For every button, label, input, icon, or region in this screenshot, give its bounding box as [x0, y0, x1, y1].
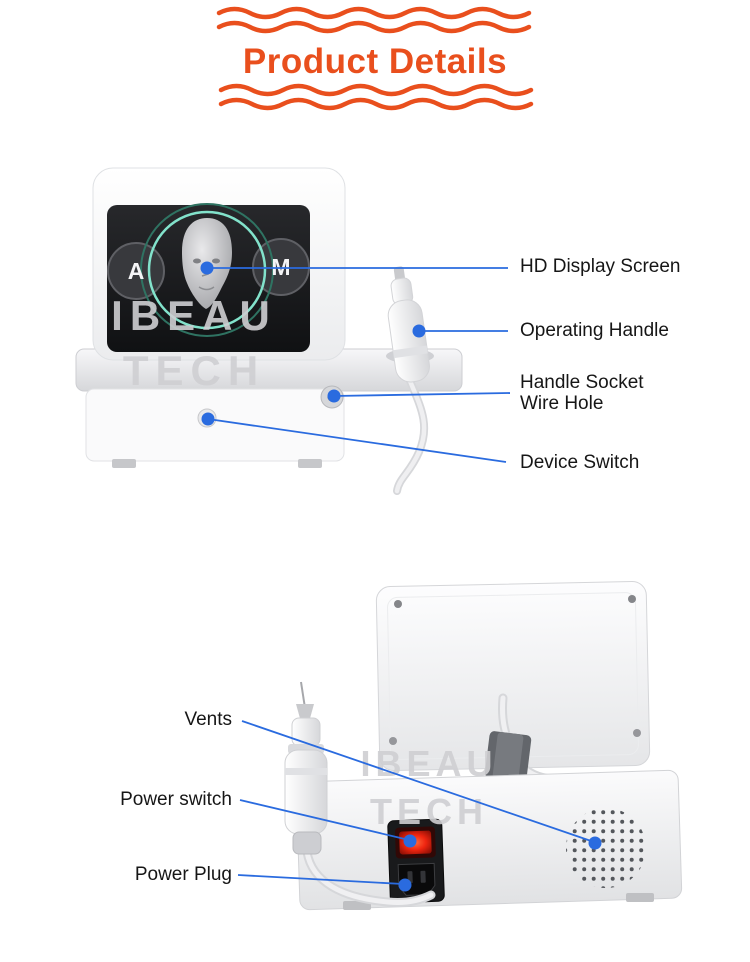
- label-operating-handle: Operating Handle: [520, 320, 669, 341]
- screw-icon: [394, 600, 402, 608]
- label-handle-socket-line1: Handle Socket: [520, 372, 644, 393]
- watermark-front: IBEAU TECH: [98, 288, 290, 398]
- callout-dot: [200, 261, 214, 275]
- front-lower-box: [85, 388, 345, 462]
- operating-handle: [387, 266, 430, 383]
- screw-icon: [633, 729, 641, 737]
- callout-line-switch: [207, 418, 507, 463]
- callout-dot: [588, 836, 602, 850]
- callout-lines: [207, 267, 595, 885]
- label-power-switch: Power switch: [120, 789, 232, 810]
- label-vents: Vents: [184, 709, 232, 730]
- callout-dot: [327, 389, 341, 403]
- label-handle-socket-wire-hole: Handle Socket Wire Hole: [520, 372, 644, 414]
- watermark-line: TECH: [122, 347, 266, 394]
- label-hd-display-screen: HD Display Screen: [520, 256, 681, 277]
- callout-dots: [200, 261, 602, 892]
- title-squiggle-bottom: [218, 83, 534, 111]
- callout-line-power-switch: [239, 799, 410, 841]
- screen-mode-a-label: A: [127, 258, 145, 284]
- screw-icon: [389, 737, 397, 745]
- callout-dot: [398, 878, 412, 892]
- front-device: [75, 167, 463, 495]
- label-handle-socket-line2: Wire Hole: [520, 393, 604, 414]
- watermark-line: IBEAU: [111, 292, 277, 339]
- back-device: [284, 580, 683, 911]
- callout-dot: [412, 324, 426, 338]
- screw-icon: [628, 595, 636, 603]
- callout-dot: [201, 412, 215, 426]
- screen-mode-m-label: M: [271, 254, 291, 280]
- label-power-plug: Power Plug: [134, 864, 232, 885]
- vent-grid: [566, 808, 646, 888]
- callout-dot: [403, 834, 417, 848]
- back-handle: [284, 681, 436, 907]
- watermark-line: IBEAU: [360, 743, 498, 784]
- page-title: Product Details: [242, 42, 508, 81]
- label-device-switch: Device Switch: [520, 452, 640, 473]
- title-squiggle-top: [216, 6, 532, 34]
- callout-line-power-plug: [237, 874, 404, 885]
- callout-line-vents: [241, 720, 595, 843]
- callout-line-socket: [333, 392, 511, 397]
- mode-button-m: [252, 238, 310, 296]
